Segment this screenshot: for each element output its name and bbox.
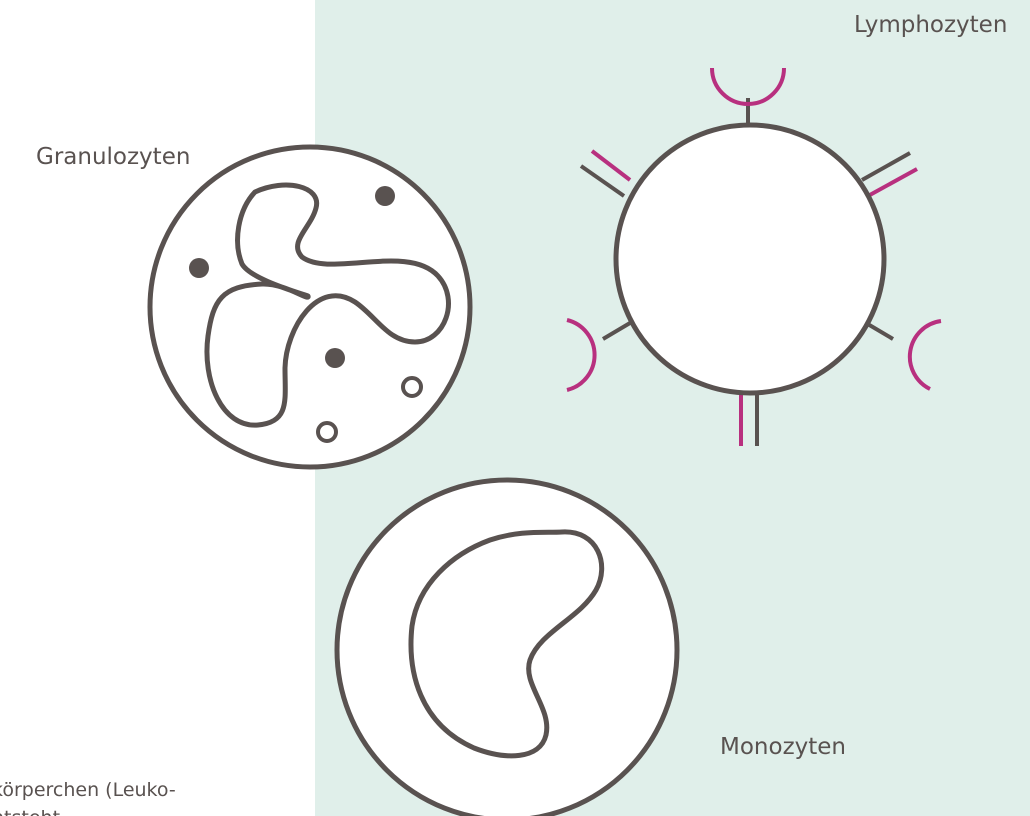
granule-dark	[189, 258, 209, 278]
lymphocyte-cell	[616, 125, 884, 393]
granulocyte-cell	[150, 147, 470, 467]
caption-line: ntsteht ...	[0, 804, 176, 816]
lymphocyte-label: Lymphozyten	[854, 11, 1007, 39]
granule-light	[318, 423, 336, 441]
monocyte-cell	[337, 480, 677, 816]
granule-light	[403, 378, 421, 396]
granulocyte-label: Granulozyten	[36, 143, 190, 171]
monocyte-label: Monozyten	[720, 733, 846, 761]
granule-dark	[375, 186, 395, 206]
caption-text: körperchen (Leuko- ntsteht ...	[0, 776, 176, 816]
granule-dark	[325, 348, 345, 368]
caption-line: körperchen (Leuko-	[0, 776, 176, 804]
monocyte-membrane	[337, 480, 677, 816]
